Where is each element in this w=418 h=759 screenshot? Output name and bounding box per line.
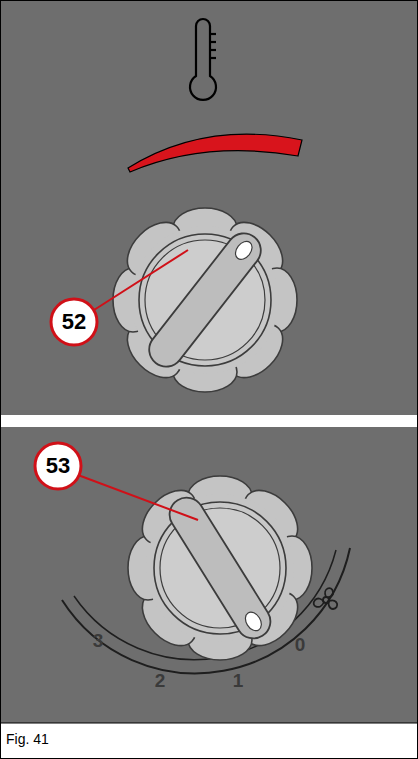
speed-number: 0 [295, 635, 306, 654]
speed-number: 3 [93, 631, 104, 650]
callout-number: 52 [62, 311, 86, 333]
speed-number: 1 [233, 671, 244, 690]
speed-number: 2 [155, 671, 166, 690]
callout-number: 53 [46, 455, 70, 477]
figure-caption: Fig. 41 [6, 732, 49, 746]
